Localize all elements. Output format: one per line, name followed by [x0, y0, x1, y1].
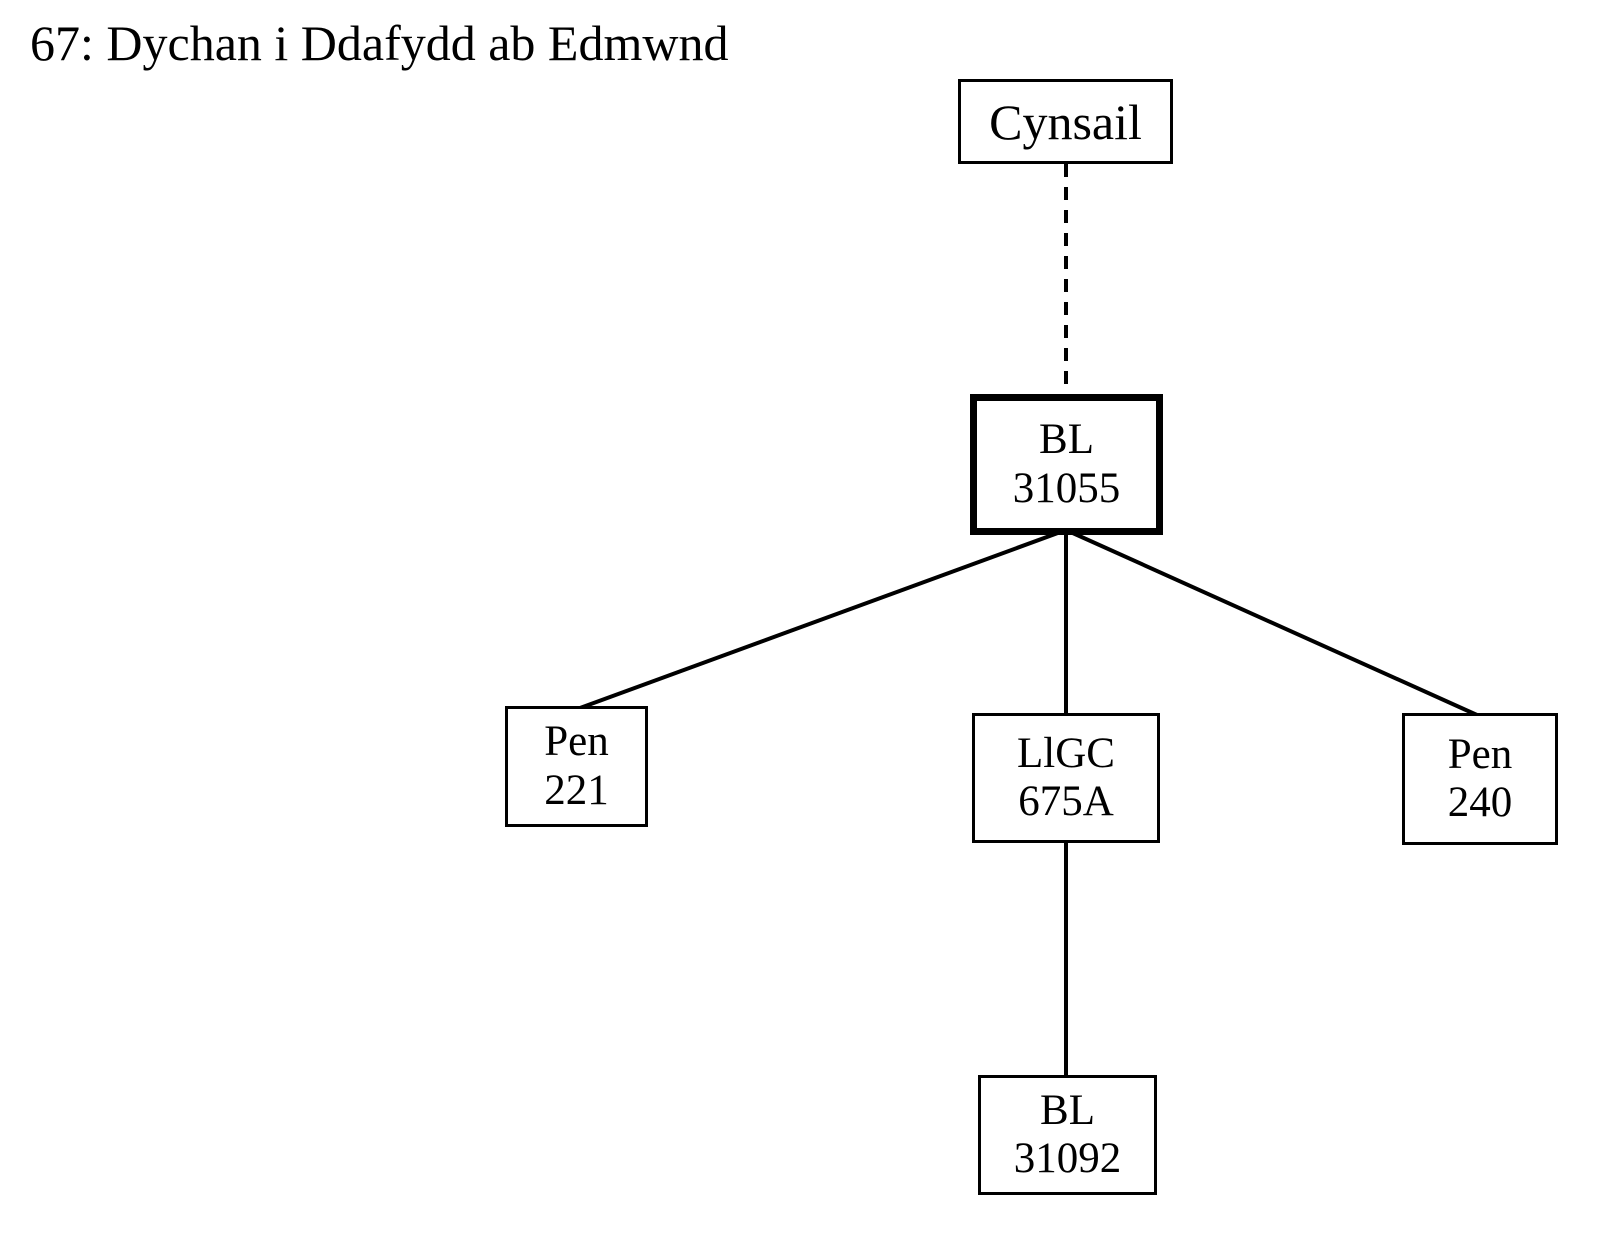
node-pen-221-line2: 221 — [544, 766, 609, 814]
node-cynsail-label: Cynsail — [989, 93, 1142, 150]
node-pen-221: Pen 221 — [505, 706, 648, 827]
node-pen-240: Pen 240 — [1402, 713, 1558, 845]
node-bl-31055-line2: 31055 — [1012, 464, 1121, 512]
page-title: 67: Dychan i Ddafydd ab Edmwnd — [30, 15, 729, 71]
node-bl-31092-line1: BL — [1040, 1086, 1095, 1134]
edge-bl31055-to-pen221 — [579, 528, 1067, 710]
node-pen-221-line1: Pen — [544, 718, 609, 766]
node-bl-31092: BL 31092 — [978, 1075, 1157, 1195]
node-bl-31055: BL 31055 — [970, 394, 1163, 535]
node-llgc-675a-line1: LlGC — [1017, 729, 1115, 777]
node-pen-240-line1: Pen — [1447, 730, 1513, 778]
node-bl-31092-line2: 31092 — [1013, 1135, 1122, 1182]
node-llgc-675a: LlGC 675A — [972, 713, 1160, 843]
node-cynsail: Cynsail — [958, 79, 1173, 164]
edge-bl31055-to-pen240 — [1065, 528, 1478, 717]
node-pen-240-line2: 240 — [1447, 779, 1513, 826]
node-bl-31055-line1: BL — [1039, 416, 1094, 464]
node-llgc-675a-line2: 675A — [1018, 778, 1114, 825]
